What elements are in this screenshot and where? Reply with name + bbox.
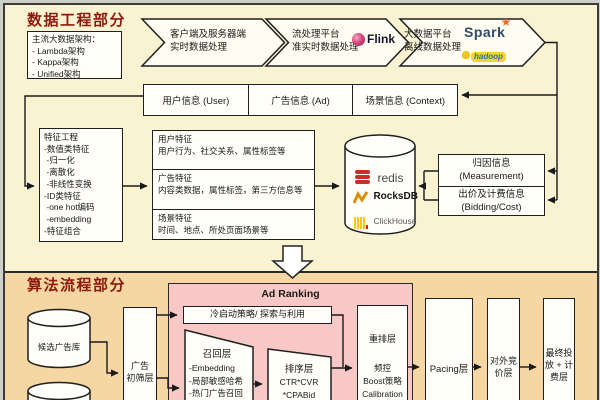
- rocksdb-logo: RocksDB: [353, 191, 418, 209]
- redis-logo: redis: [355, 169, 403, 187]
- info-cell-ad: 广告信息 (Ad): [247, 85, 353, 115]
- clickhouse-logo: ClickHouse: [354, 211, 416, 229]
- chevron-client-server-label: 客户端及服务器端实时数据处理: [170, 29, 247, 53]
- bidding-cost-cell: 出价及计费信息(Bidding/Cost): [439, 186, 544, 215]
- feature-row-user: 用户特征用户行为、社交关系、属性标签等: [158, 134, 286, 156]
- pacing-box: Pacing层: [425, 298, 473, 400]
- hadoop-logo: hadoop: [462, 46, 506, 64]
- clickhouse-bars-icon: [354, 211, 369, 229]
- flink-squirrel-icon: [352, 33, 365, 46]
- hadoop-elephant-icon: [462, 50, 470, 59]
- recall-items: -Embedding -局部敏感哈希 -热门广告召回: [189, 363, 243, 398]
- spark-star-icon: ★: [500, 15, 512, 29]
- rank-items: CTR*CVR *CPABid: [279, 377, 319, 400]
- flink-logo: Flink: [352, 33, 395, 46]
- hadoop-logo-label: hadoop: [471, 52, 506, 62]
- feature-row-context: 场景特征时间、地点、所处页面场景等: [153, 209, 314, 239]
- arch-item: - Lambda架构: [32, 45, 85, 56]
- storage-cylinder: [344, 134, 416, 235]
- rocksdb-label: RocksDB: [373, 191, 418, 202]
- section-down-arrow: [270, 245, 315, 279]
- spark-logo: Spark ★: [464, 15, 511, 42]
- info-cell-context: 场景信息 (Context): [352, 85, 457, 115]
- chevron-bigdata-label: 大数据平台离线数据处理: [404, 29, 462, 53]
- connector-inforow-to-featureeng: [24, 95, 143, 190]
- candidate-db-cylinder: [27, 308, 91, 369]
- section-title-data-engineering: 数据工程部分: [27, 12, 127, 29]
- connector-db-to-prefilter: [90, 341, 119, 377]
- rerank-title: 重排层: [368, 334, 396, 344]
- feature-row-ad: 广告特征内容类数据，属性标签，第三方信息等: [153, 169, 314, 209]
- chevron-stream-label: 流处理平台准实时数据处理: [292, 29, 359, 53]
- rank-funnel: [267, 348, 332, 400]
- prefilter-box: 广告初筛层: [123, 307, 157, 400]
- connector-attmodel-bracket: [423, 170, 438, 201]
- feature-engineering-box: 特征工程 -数值类特征 -归一化 -离散化 -非线性变换 -ID类特征 -one…: [39, 128, 123, 242]
- rerank-box: 重排层 频控 Boost策略 Calibration: [357, 305, 408, 400]
- clickhouse-label: ClickHouse: [373, 216, 417, 226]
- chevron-bigdata-platform: [398, 18, 547, 67]
- recall-title: 召回层: [202, 349, 232, 360]
- rerank-items: 频控 Boost策略 Calibration: [362, 363, 403, 399]
- arch-box-title: 主流大数据架构：: [32, 34, 101, 44]
- section-title-algorithm: 算法流程部分: [27, 277, 127, 294]
- redis-stack-icon: [355, 170, 370, 185]
- cold-start-box: 冷启动策略/ 探索与利用: [183, 306, 332, 324]
- spark-logo-label: Spark: [464, 24, 506, 40]
- arch-item: - Kappa架构: [32, 57, 79, 67]
- rocksdb-zigzag-icon: [353, 191, 369, 204]
- redis-label: redis: [377, 170, 404, 185]
- big-data-arch-box: 主流大数据架构： - Lambda架构 - Kappa架构 - Unified架…: [27, 31, 122, 79]
- connector-coldstart-downline: [332, 314, 344, 367]
- chevron-stream-platform: [264, 18, 410, 67]
- flink-logo-label: Flink: [367, 32, 396, 46]
- candidate-db-cylinder-2: [27, 381, 91, 400]
- connector-spark-downline: [545, 41, 558, 200]
- arch-item: - Unified架构: [32, 68, 81, 79]
- measurement-cell: 归因信息(Measurement): [459, 158, 524, 182]
- ad-ranking-title: Ad Ranking: [261, 288, 320, 300]
- info-cell-user: 用户信息 (User): [162, 96, 230, 107]
- candidate-db-label: 候选广告库: [37, 342, 81, 352]
- connector-prefilter-to-recall: [157, 377, 180, 392]
- features-box: 用户特征用户行为、社交关系、属性标签等 广告特征内容类数据，属性标签，第三方信息…: [152, 130, 315, 240]
- recall-funnel: [184, 329, 254, 400]
- info-row: 用户信息 (User) 广告信息 (Ad) 场景信息 (Context): [143, 84, 458, 116]
- external-bid-box: 对外竞价层: [487, 298, 520, 400]
- attribution-box: 归因信息(Measurement) 出价及计费信息(Bidding/Cost): [438, 154, 545, 216]
- chevron-client-server: [140, 18, 286, 67]
- final-serving-box: 最终投放 + 计费层: [543, 298, 575, 400]
- rank-title: 排序层: [284, 364, 314, 375]
